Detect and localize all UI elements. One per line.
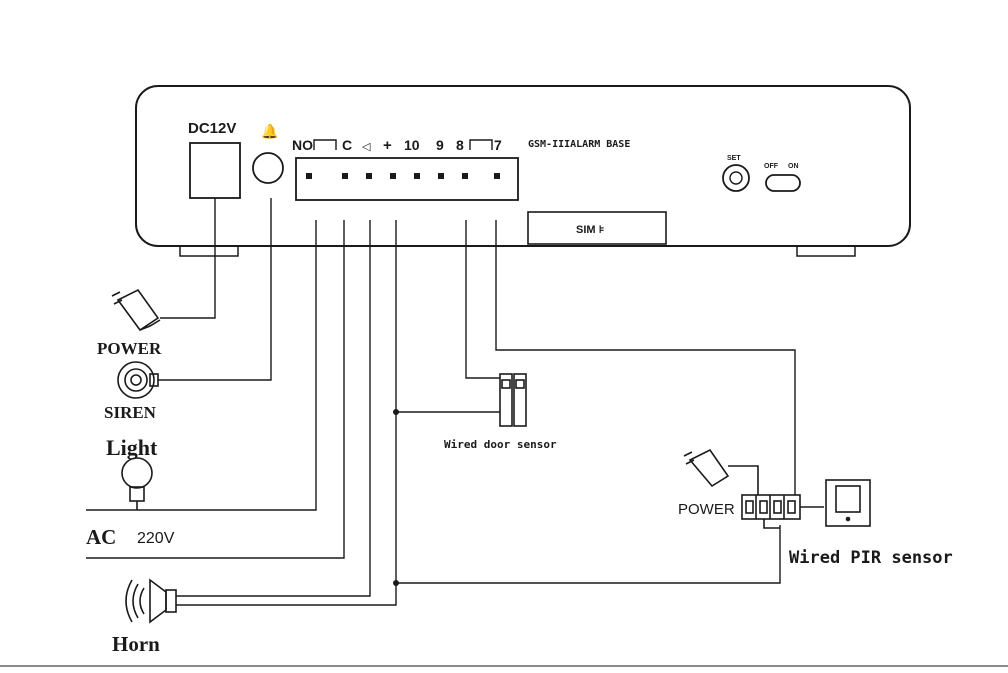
door-sensor-icon [499, 373, 527, 427]
door-sensor-label: Wired door sensor [444, 438, 557, 451]
terminal-label-8: 8 [456, 137, 464, 153]
wire-plus-horn-b [176, 220, 397, 606]
terminal-screw[interactable] [342, 173, 348, 179]
junction-dot [393, 580, 399, 586]
terminal-block-icon [741, 494, 824, 529]
terminal-strip [295, 157, 519, 201]
power-adapter-icon [111, 288, 161, 332]
wire-8-door [465, 220, 500, 379]
wires [86, 198, 796, 606]
terminal-screw[interactable] [414, 173, 420, 179]
power-label: POWER [97, 339, 162, 358]
wire-siren [158, 198, 272, 381]
base-foot-left [179, 245, 239, 257]
ac-prefix-label: AC [86, 525, 116, 549]
sim-slot[interactable] [527, 211, 667, 245]
terminal-label-7: 7 [494, 137, 502, 153]
terminal-screw[interactable] [390, 173, 396, 179]
wire-plus-pir [396, 525, 781, 584]
set-label: SET [727, 155, 741, 162]
wire-speaker-horn-a [176, 220, 371, 597]
light-label: Light [106, 435, 158, 460]
terminal-screw[interactable] [494, 173, 500, 179]
terminal-screw[interactable] [306, 173, 312, 179]
pir-sensor-icon [825, 479, 871, 527]
terminal-label-c: C [342, 137, 352, 153]
base-housing [135, 85, 911, 247]
set-button-inner [729, 171, 743, 185]
terminal-label-speaker: ◁ [362, 141, 371, 153]
on-label: ON [788, 163, 799, 170]
dc12v-jack[interactable] [189, 142, 241, 199]
bracket-8-7 [469, 139, 493, 150]
terminal-screw[interactable] [462, 173, 468, 179]
siren-label: SIREN [104, 403, 157, 422]
junction-dots [393, 409, 399, 586]
bracket-no-c [313, 139, 337, 150]
wire-c-ac [86, 220, 345, 559]
horn-label: Horn [112, 632, 160, 656]
off-label: OFF [764, 163, 779, 170]
terminal-label-9: 9 [436, 137, 444, 153]
siren-jack[interactable] [252, 152, 284, 184]
base-foot-right [796, 245, 856, 257]
pir-power-label: POWER [678, 501, 735, 518]
terminal-label-10: 10 [404, 137, 420, 153]
terminal-label-plus: + [383, 137, 392, 154]
junction-dot [393, 409, 399, 415]
siren-icon [117, 361, 159, 399]
model-label: GSM-IIIALARM BASE [528, 139, 630, 150]
terminal-label-no: NO [292, 137, 313, 153]
wire-no-light [86, 220, 317, 511]
alarm-base-unit [135, 85, 911, 257]
power-switch[interactable] [765, 174, 801, 192]
horn-icon [125, 578, 177, 624]
dc12v-label: DC12V [188, 120, 236, 137]
ac-value-label: 220V [137, 530, 175, 547]
terminal-screws [306, 173, 500, 179]
wire-7-pir [495, 220, 796, 495]
set-button-outer[interactable] [722, 164, 750, 192]
pir-sensor-label: Wired PIR sensor [789, 548, 953, 568]
pir-power-adapter-icon [683, 448, 759, 495]
wire-power [160, 198, 216, 319]
bell-symbol: 🔔 [261, 123, 278, 140]
terminal-screw[interactable] [366, 173, 372, 179]
sim-label: SIM ⊧ [576, 224, 605, 236]
light-bulb-icon [121, 457, 153, 510]
terminal-screw[interactable] [438, 173, 444, 179]
